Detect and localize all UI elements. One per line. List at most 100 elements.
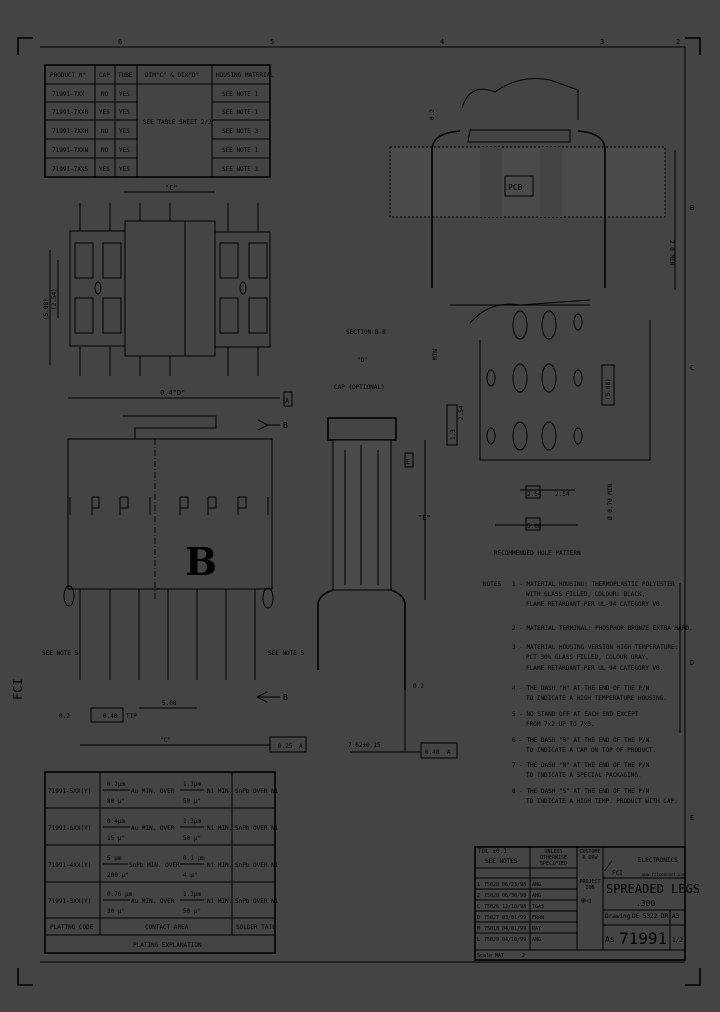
- side-logo: FCI: [11, 678, 25, 700]
- pcb-section-view: PCB 2.0 MIN 0.2: [389, 78, 676, 290]
- rev-date: 06/23/98: [502, 882, 526, 888]
- table-row: 71991-7XXB YES YES SEE NOTE 1: [52, 109, 259, 116]
- rev-letter: C: [477, 904, 480, 910]
- ni-text: Ni MIN.: [207, 788, 232, 795]
- rev-date: 03/01/99: [502, 915, 526, 921]
- dim-040-label: 0.40: [103, 713, 118, 720]
- solder-tail: SnPb OVER Ni: [235, 862, 279, 869]
- ni-thickness: 1.3µm: [183, 781, 201, 788]
- lead-tol-ref: A: [447, 749, 451, 756]
- flatness-ref: A: [299, 743, 303, 750]
- cell-tube: YES: [119, 128, 130, 135]
- zone-label: 5: [270, 38, 274, 46]
- hole-dim-508: 5.08: [527, 523, 542, 530]
- rev-date: 12/10/98: [502, 904, 526, 910]
- zone-label: 3: [600, 38, 604, 46]
- au-text: Au MIN. OVER: [131, 825, 175, 832]
- note-1: WITH GLASS FILLED, COLOUR: BLACK,: [526, 591, 645, 598]
- au-thickness-uin: 15 µ": [107, 835, 125, 842]
- au-thickness: 0.4µm: [107, 818, 125, 825]
- front-view: 0.4"D" A B B SEE NOTE 5 SEE NOTE 5 5.08: [42, 389, 307, 753]
- dim-5-label: (5.08): [43, 298, 50, 320]
- title-block: TOL ±0.1 SEE NOTES UNLESS OTHERWISE SPEC…: [474, 846, 700, 961]
- rev-by: ANG: [532, 937, 541, 943]
- hole-dim-254v: 2.54: [458, 405, 465, 420]
- cell-tube: YES: [119, 109, 130, 116]
- sheet-number: 1/2: [672, 937, 683, 944]
- ni-thickness-uin: 50 µ": [183, 908, 201, 915]
- rev-ecn: 75027: [484, 915, 499, 921]
- cell-tube: YES: [119, 91, 130, 98]
- rev-by: ANG: [532, 882, 541, 888]
- hole-pattern: MIN 1.3 2.54 (5.08) Ø 0.70 MIN 2.54 2.54…: [432, 299, 651, 557]
- customer-drw-cell: CUSTOMER DRW: [579, 849, 600, 861]
- ni-text: Ni MIN.: [207, 825, 232, 832]
- note-5: 5 - NO STAND OFF AT EACH END EXCEPT: [512, 711, 639, 718]
- table-row: 71991-7XX NO YES SEE NOTE 1: [52, 91, 259, 98]
- zone-label: B: [690, 204, 694, 212]
- note-2: 2 - MATERIAL TERMINAL: PHOSPHOR BRONZE E…: [512, 625, 693, 632]
- note-6: 6 - THE DASH "B" AT THE END OF THE P/N: [512, 737, 650, 744]
- projection-symbol-icon: ⊕◁: [581, 896, 591, 905]
- rev-ecn: 75018: [484, 926, 499, 932]
- product-table: PRODUCT N° CAP TUBE DIM"C" & DIM"D" HOUS…: [44, 64, 274, 178]
- cell-cap: NO: [101, 147, 109, 154]
- unless-specified-cell: UNLESS OTHERWISE SPECIFIED: [540, 849, 567, 867]
- hole-dim-2: (5.08): [605, 378, 612, 400]
- note-7: 7 - THE DASH "N" AT THE END OF THE P/N: [512, 762, 650, 769]
- sheet-label: 2: [522, 953, 525, 959]
- projection-cell: PROJECTION: [579, 879, 600, 891]
- plating-code: 71991-5XX(Y): [48, 788, 91, 795]
- rev-ecn: 75028: [484, 882, 499, 888]
- cell-cap: YES: [99, 166, 110, 173]
- pitch-label: 5.08: [162, 700, 177, 707]
- au-thickness: 5 µm: [107, 855, 122, 862]
- rev-by: RAY: [532, 926, 541, 932]
- merged-cell: SEE TABLE SHEET 2/2: [143, 119, 212, 126]
- small-02-label: 0.2: [413, 683, 424, 690]
- plating-code: 71991-4XX(Y): [48, 862, 91, 869]
- company: ELECTRONICS: [638, 857, 678, 864]
- cap-optional-label: CAP (OPTIONAL): [334, 384, 385, 391]
- drawing-subtitle: .300: [636, 899, 655, 908]
- dim-overall-label: 0.4"D": [160, 389, 185, 397]
- cell-housing: SEE NOTE 3: [222, 166, 259, 173]
- top-view: "C" (5.08) (2.54): [43, 184, 271, 376]
- header-solder-tail: SOLDER TAIL: [236, 924, 276, 931]
- cell-cap: NO: [101, 91, 109, 98]
- rev-by: TGAS: [532, 904, 544, 910]
- note-1: FLAME RETARDANT PER UL-94 CATEGORY V0.: [526, 601, 663, 608]
- table-row: 71991-7XXN NO YES SEE NOTE 1: [52, 147, 259, 154]
- sheet-size: A3: [672, 913, 680, 920]
- ni-text: Ni MIN.: [207, 862, 232, 869]
- rev-letter: D: [477, 915, 480, 921]
- solder-tail: SnPb OVER Ni: [235, 788, 279, 795]
- plating-footer: PLATING EXPLANATION: [133, 942, 202, 949]
- dim-c-bottom: "C": [160, 737, 171, 744]
- plating-row: 71991-4XX(Y) 5 µm 200 µ" SnPb MIN. OVER …: [48, 855, 279, 879]
- au-thickness-uin: 200 µ": [107, 872, 129, 879]
- cell-tube: YES: [119, 166, 130, 173]
- note-3: PCT 30% GLASS FILLED, COLOUR GRAY,: [526, 654, 649, 661]
- min-label: MIN: [432, 349, 439, 360]
- pins: [63, 585, 307, 753]
- rev-letter: L: [477, 937, 480, 943]
- hole-dim-254: 2.54: [555, 491, 570, 498]
- note-3: 3 - MATERIAL HOUSING VERSION HIGH TEMPER…: [512, 644, 678, 651]
- pcb-label: PCB: [508, 183, 523, 192]
- rev-ecn: 75029: [484, 937, 499, 943]
- ni-text: Ni MIN.: [207, 898, 232, 905]
- plating-code: 71991-6XX(Y): [48, 825, 91, 832]
- header-product: PRODUCT N°: [50, 72, 86, 79]
- see-note-right: SEE NOTE 5: [268, 650, 305, 657]
- drawing-title: SPREADED LEGS: [606, 882, 700, 896]
- hole-dim-3: 2.54: [527, 491, 542, 498]
- note-1: 1 - MATERIAL HOUSING: THERMOPLASTIC POLY…: [512, 581, 675, 588]
- zone-label: D: [690, 659, 694, 667]
- header-dims: DIM"C" & DIM"D": [145, 72, 199, 79]
- rev-ecn: 75026: [484, 904, 499, 910]
- zone-label: 2: [676, 38, 680, 46]
- big-b-mark: B: [185, 539, 217, 584]
- au-text: SnPb MIN. OVER: [129, 862, 180, 869]
